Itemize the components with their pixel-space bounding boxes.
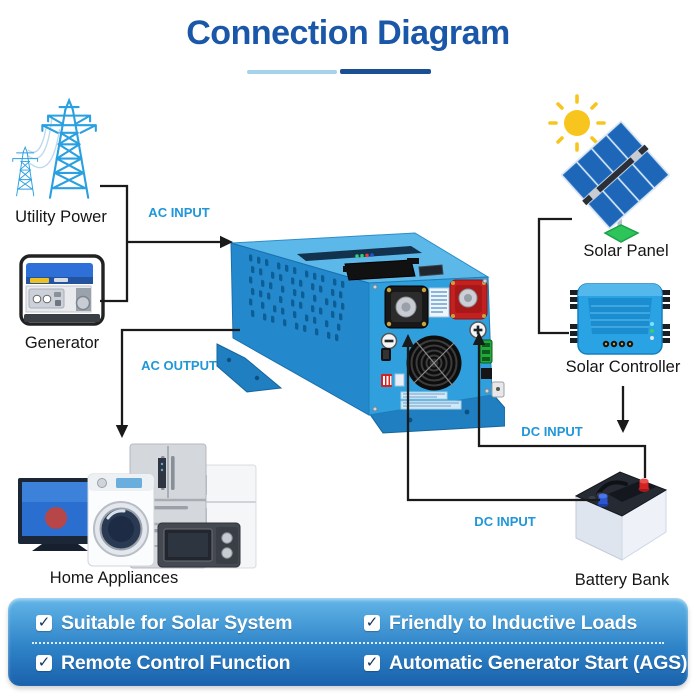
generator-icon [16, 250, 108, 337]
feature-solar-system: ✓ Suitable for Solar System [36, 608, 292, 638]
feature-remote-control: ✓ Remote Control Function [36, 648, 291, 678]
battery-bank-icon [570, 458, 670, 571]
page-title: Connection Diagram [186, 14, 510, 52]
dc-input-bottom-label: DC INPUT [474, 514, 536, 529]
generator-label: Generator [24, 334, 100, 352]
check-icon: ✓ [36, 614, 52, 631]
check-icon: ✓ [364, 654, 380, 671]
feature-label: Remote Control Function [61, 651, 291, 674]
microwave-icon [157, 522, 241, 568]
utility-power-label: Utility Power [15, 208, 107, 226]
utility-power-icon [8, 96, 113, 209]
solar-panel-label: Solar Panel [583, 242, 669, 260]
check-icon: ✓ [364, 614, 380, 631]
sun-icon [548, 94, 606, 152]
ac-output-label: AC OUTPUT [141, 358, 217, 373]
feature-inductive-loads: ✓ Friendly to Inductive Loads [364, 608, 637, 638]
solar-controller-icon [568, 282, 672, 365]
title-underline-dark [340, 69, 431, 74]
dc-input-top-label: DC INPUT [521, 424, 583, 439]
tv-icon [18, 478, 102, 551]
battery-bank-label: Battery Bank [574, 571, 670, 589]
battery-positive-terminal [638, 478, 650, 492]
washing-machine-icon [87, 473, 155, 567]
title-underline-light [247, 70, 337, 74]
home-appliances-label: Home Appliances [49, 569, 179, 587]
battery-negative-terminal [597, 493, 609, 507]
feature-label: Suitable for Solar System [61, 611, 293, 634]
solar-controller-label: Solar Controller [565, 358, 681, 376]
inverter-icon [205, 220, 506, 445]
solar-panel-icon [545, 93, 685, 250]
features-divider [32, 642, 664, 644]
ac-input-label: AC INPUT [148, 205, 210, 220]
feature-label: Friendly to Inductive Loads [389, 611, 638, 634]
home-appliances-icon [12, 430, 292, 575]
features-bar: ✓ Suitable for Solar System ✓ Friendly t… [8, 598, 688, 686]
feature-ags: ✓ Automatic Generator Start (AGS) [364, 648, 687, 678]
feature-label: Automatic Generator Start (AGS) [389, 651, 688, 674]
arrowhead-controller-battery [616, 420, 630, 433]
check-icon: ✓ [36, 654, 52, 671]
